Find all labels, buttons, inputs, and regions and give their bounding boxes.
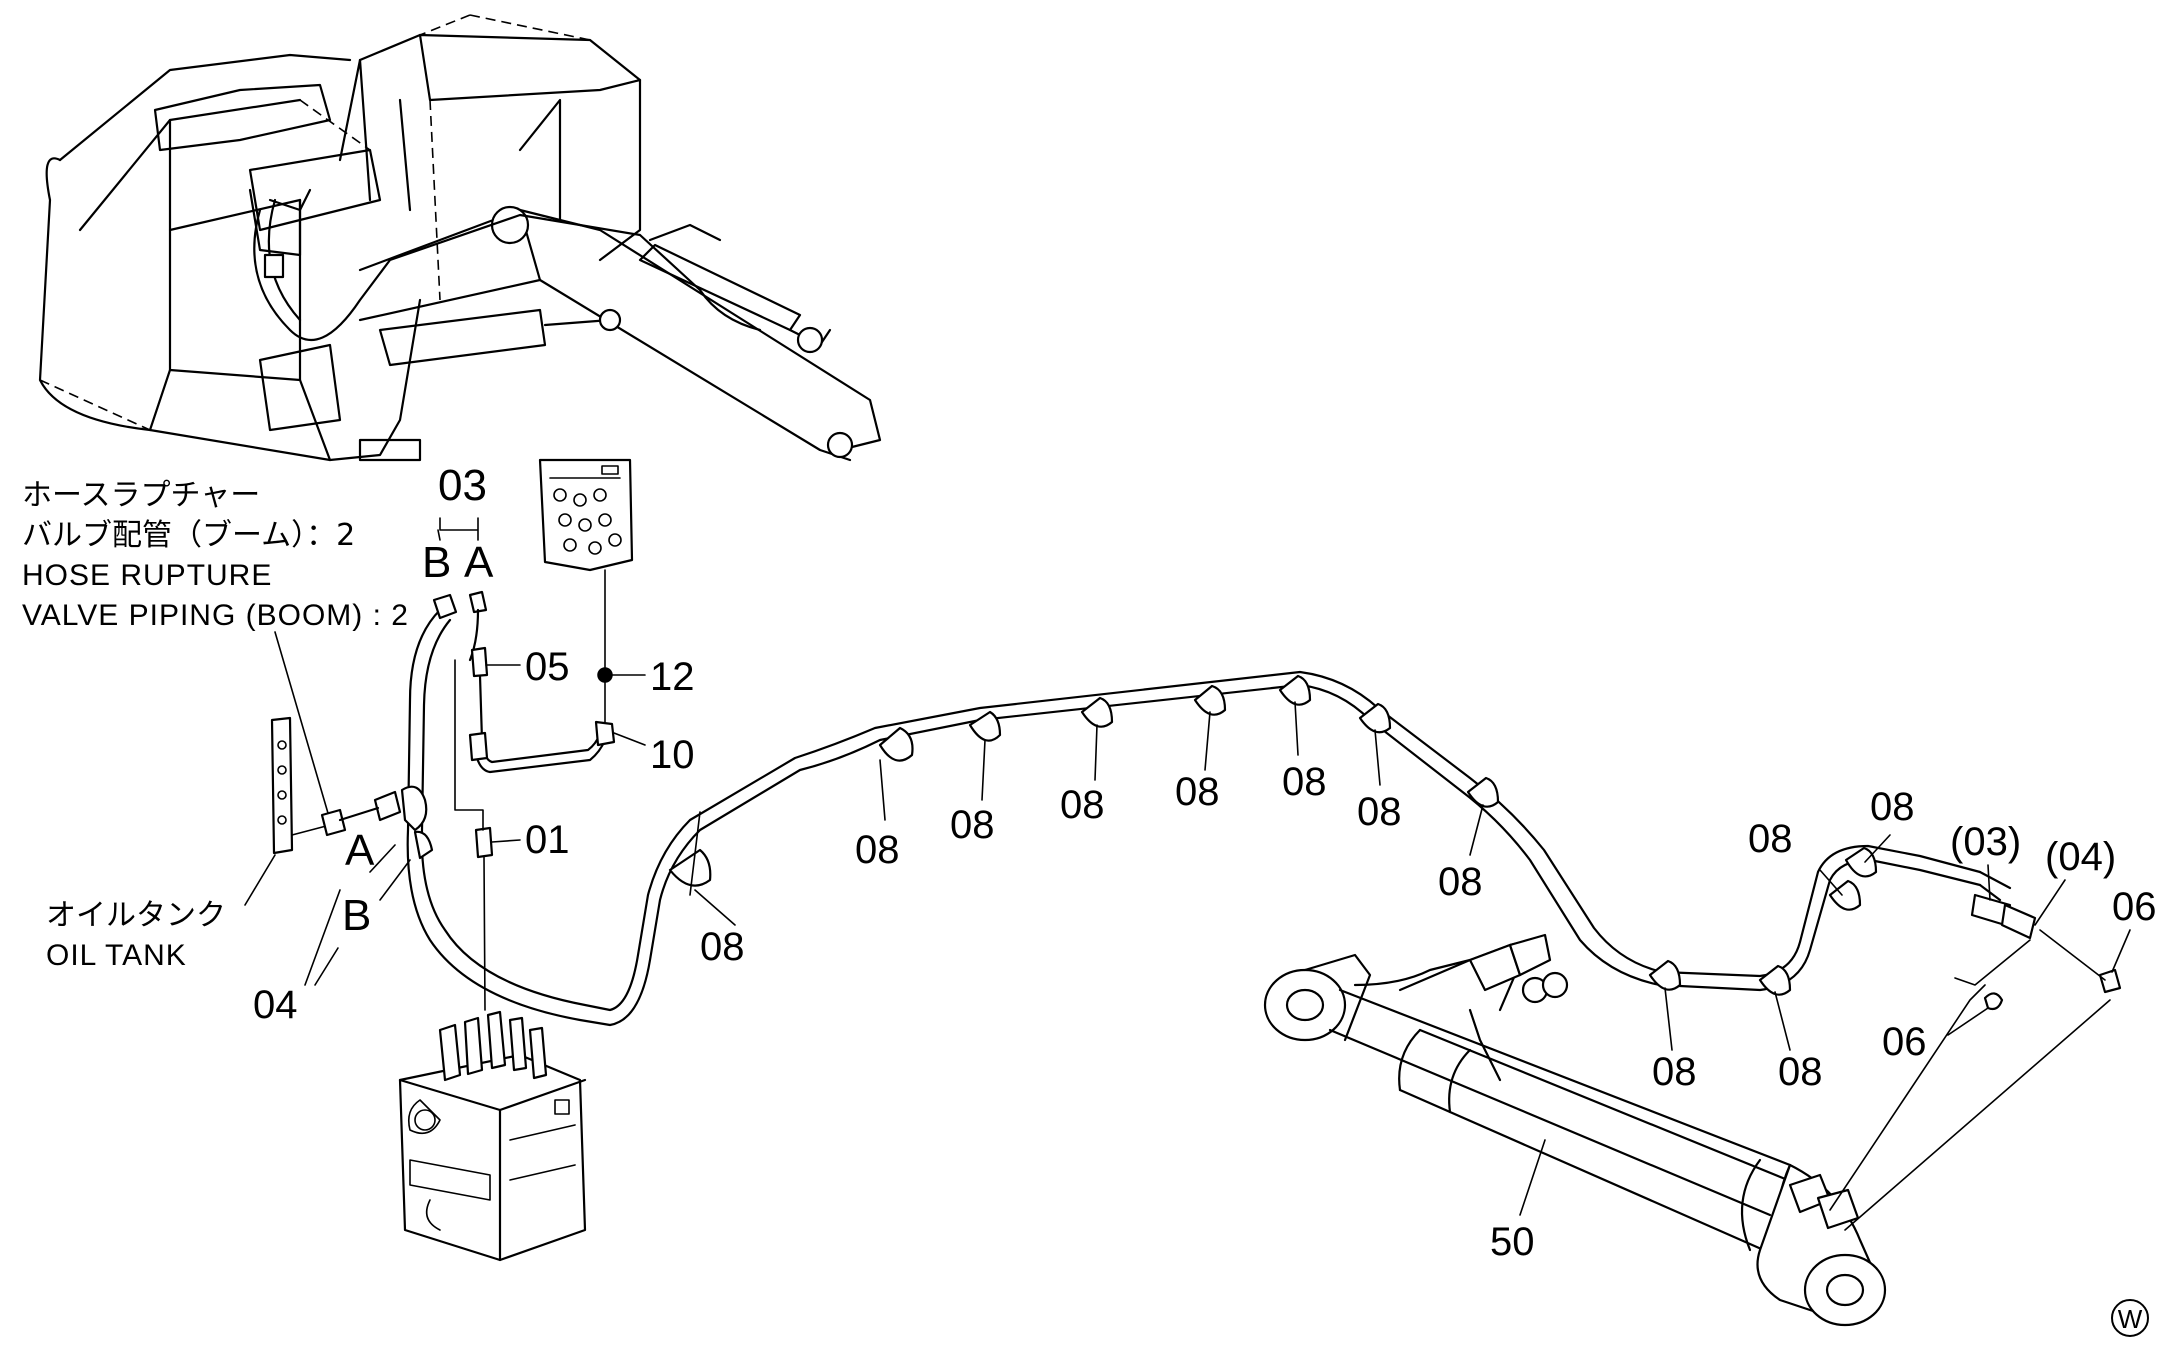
callout-08: 08 <box>1748 817 1793 861</box>
callout-08: 08 <box>700 925 745 969</box>
callout-06-right: 06 <box>2112 885 2157 929</box>
pilot-valve-block <box>538 458 634 572</box>
callout-08: 08 <box>1282 760 1327 804</box>
callout-08: 08 <box>1778 1050 1823 1094</box>
hose-rupture-leader <box>274 631 331 821</box>
callout-08: 08 <box>1060 783 1105 827</box>
callout-05: 05 <box>525 645 570 689</box>
callout-04-paren: (04) <box>2045 835 2116 879</box>
callout-08: 08 <box>1438 860 1483 904</box>
hose-rupture-jp-line2: バルブ配管（ブーム）：2 <box>22 518 355 553</box>
callout-12: 12 <box>650 655 695 699</box>
hose-rupture-en-line1: HOSE RUPTURE <box>22 559 272 592</box>
oil-tank-bracket <box>270 716 402 855</box>
corner-mark-letter: W <box>2118 1304 2143 1334</box>
boom-cylinder <box>1263 929 2122 1327</box>
callout-08: 08 <box>1870 785 1915 829</box>
oil-tank-jp: オイルタンク <box>46 898 226 933</box>
callout-b-left: B <box>342 891 371 940</box>
callout-08: 08 <box>1175 770 1220 814</box>
callout-08: 08 <box>1357 790 1402 834</box>
hose-rupture-note: ホースラプチャー バルブ配管（ブーム）：2 HOSE RUPTURE VALVE… <box>22 478 409 821</box>
callout-b-top: B <box>422 538 451 587</box>
hose-rupture-en-line2: VALVE PIPING (BOOM) : 2 <box>22 599 409 632</box>
hose-clamps <box>668 674 1878 996</box>
oil-tank-en: OIL TANK <box>46 939 187 972</box>
callout-08: 08 <box>1652 1050 1697 1094</box>
callout-a-left: A <box>345 826 375 875</box>
pilot-line <box>454 569 616 1011</box>
callout-03-paren: (03) <box>1950 820 2021 864</box>
callout-08: 08 <box>855 828 900 872</box>
oil-tank-note: オイルタンク OIL TANK <box>46 854 276 972</box>
callout-03-group: 03 B A <box>422 461 494 587</box>
oil-tank-leader <box>244 854 276 906</box>
callout-08: 08 <box>950 803 995 847</box>
main-hose-bundle <box>400 590 2037 1027</box>
corner-mark: W <box>2111 1299 2149 1337</box>
callout-01: 01 <box>525 818 570 862</box>
callout-03: 03 <box>438 461 487 510</box>
control-valve <box>398 1010 587 1262</box>
callout-50: 50 <box>1490 1220 1535 1264</box>
callout-06-middle: 06 <box>1882 1020 1927 1064</box>
callout-04: 04 <box>253 983 298 1027</box>
callout-10: 10 <box>650 733 695 777</box>
callouts: 05 12 10 01 A B 04 08 08 08 08 08 08 08 <box>253 645 2157 1264</box>
excavator-overview <box>38 14 882 462</box>
callout-a-top: A <box>464 538 494 587</box>
hose-rupture-jp-line1: ホースラプチャー <box>22 478 260 513</box>
